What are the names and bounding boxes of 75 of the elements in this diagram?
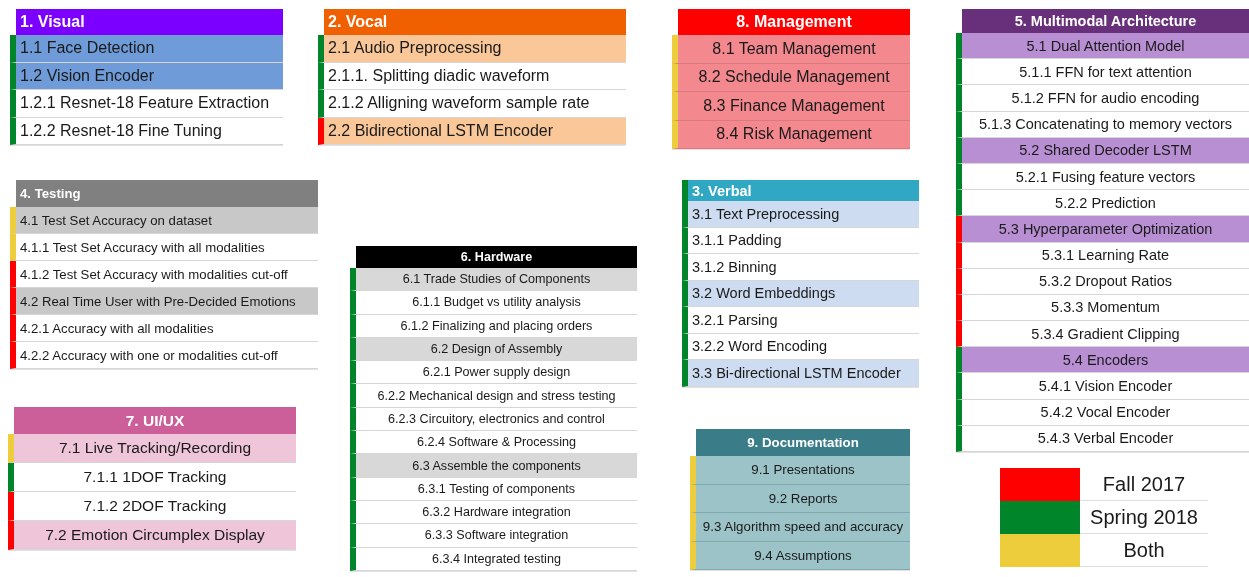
task-row: 6.3.1 Testing of components	[350, 477, 637, 501]
task-row: 7.2 Emotion Circumplex Display	[8, 521, 296, 550]
task-row: 3.2 Word Embeddings	[682, 280, 919, 307]
task-row: 1.2 Vision Encoder	[10, 62, 283, 90]
task-row: 2.2 Bidirectional LSTM Encoder	[318, 117, 626, 145]
task-row: 6.3 Assemble the components	[350, 454, 637, 478]
task-row: 7.1.1 1DOF Tracking	[8, 463, 296, 492]
legend-label: Both	[1080, 534, 1208, 567]
task-table	[318, 9, 626, 145]
task-table	[8, 407, 296, 550]
task-row: 5.2.2 Prediction	[956, 190, 1249, 217]
task-table	[956, 9, 1249, 452]
task-row: 3.3 Bi-directional LSTM Encoder	[682, 360, 919, 387]
task-row: 1.1 Face Detection	[10, 35, 283, 63]
task-row: 1.2.1 Resnet-18 Feature Extraction	[10, 90, 283, 118]
task-row: 4.2.1 Accuracy with all modalities	[10, 315, 318, 342]
task-row: 3.1 Text Preprocessing	[682, 201, 919, 228]
task-row: 3.1.1 Padding	[682, 227, 919, 254]
task-row: 5.2 Shared Decoder LSTM	[956, 137, 1249, 164]
task-row: 5.4 Encoders	[956, 347, 1249, 374]
legend-label: Spring 2018	[1080, 501, 1208, 534]
task-row: 4.2.2 Accuracy with one or modalities cut-off	[10, 342, 318, 369]
task-row: 5.4.3 Verbal Encoder	[956, 425, 1249, 452]
task-table	[690, 429, 910, 570]
task-row: 5.3.1 Learning Rate	[956, 242, 1249, 269]
task-row: 6.3.4 Integrated testing	[350, 547, 637, 571]
task-row: 5.3.3 Momentum	[956, 294, 1249, 322]
task-row: 5.4.1 Vision Encoder	[956, 373, 1249, 400]
task-row: 1.2.2 Resnet-18 Fine Tuning	[10, 117, 283, 145]
task-row: 7.1 Live Tracking/Recording	[8, 434, 296, 463]
task-row: 6.1 Trade Studies of Components	[350, 268, 637, 292]
task-row: 5.3 Hyperparameter Optimization	[956, 216, 1249, 243]
task-row: 8.3 Finance Management	[672, 92, 910, 121]
task-row: 5.2.1 Fusing feature vectors	[956, 163, 1249, 191]
task-table	[10, 180, 318, 369]
task-table	[350, 246, 637, 571]
task-row: 6.2.3 Circuitory, electronics and control	[350, 407, 637, 432]
table-header: 3. Verbal	[682, 180, 919, 201]
task-row: 9.3 Algorithm speed and accuracy	[690, 513, 910, 542]
task-row: 3.2.2 Word Encoding	[682, 333, 919, 360]
task-row: 5.3.4 Gradient Clipping	[956, 321, 1249, 348]
task-row: 9.1 Presentations	[690, 456, 910, 485]
legend-label: Fall 2017	[1080, 468, 1208, 501]
task-row: 2.1 Audio Preprocessing	[318, 35, 626, 63]
task-row: 8.4 Risk Management	[672, 120, 910, 149]
task-table	[682, 180, 919, 387]
task-row: 6.2.4 Software & Processing	[350, 431, 637, 455]
task-row: 5.1.2 FFN for audio encoding	[956, 85, 1249, 112]
task-row: 3.1.2 Binning	[682, 254, 919, 281]
task-row: 6.3.2 Hardware integration	[350, 500, 637, 525]
task-row: 6.1.1 Budget vs utility analysis	[350, 291, 637, 315]
task-row: 6.1.2 Finalizing and placing orders	[350, 314, 637, 338]
task-row: 5.1.1 FFN for text attention	[956, 59, 1249, 86]
task-table	[10, 9, 283, 145]
task-row: 3.2.1 Parsing	[682, 307, 919, 334]
task-row: 4.1 Test Set Accuracy on dataset	[10, 207, 318, 234]
task-row: 5.3.2 Dropout Ratios	[956, 268, 1249, 295]
task-row: 2.1.1. Splitting diadic waveform	[318, 62, 626, 90]
task-table	[672, 9, 910, 149]
task-row: 8.1 Team Management	[672, 35, 910, 64]
task-row: 9.4 Assumptions	[690, 541, 910, 570]
task-row: 5.1.3 Concatenating to memory vectors	[956, 111, 1249, 138]
task-row: 6.2 Design of Assembly	[350, 337, 637, 362]
task-row: 5.1 Dual Attention Model	[956, 33, 1249, 60]
task-row: 8.2 Schedule Management	[672, 63, 910, 92]
task-row: 6.2.1 Power supply design	[350, 361, 637, 385]
task-row: 4.2 Real Time User with Pre-Decided Emotions	[10, 288, 318, 315]
task-row: 2.1.2 Alligning waveform sample rate	[318, 90, 626, 118]
task-row: 5.4.2 Vocal Encoder	[956, 399, 1249, 426]
task-row: 6.3.3 Software integration	[350, 524, 637, 548]
task-row: 6.2.2 Mechanical design and stress testing	[350, 384, 637, 408]
task-row: 9.2 Reports	[690, 484, 910, 513]
task-row: 4.1.2 Test Set Accuracy with modalities cut-off	[10, 261, 318, 288]
task-row: 4.1.1 Test Set Accuracy with all modalities	[10, 234, 318, 261]
task-row: 7.1.2 2DOF Tracking	[8, 492, 296, 521]
